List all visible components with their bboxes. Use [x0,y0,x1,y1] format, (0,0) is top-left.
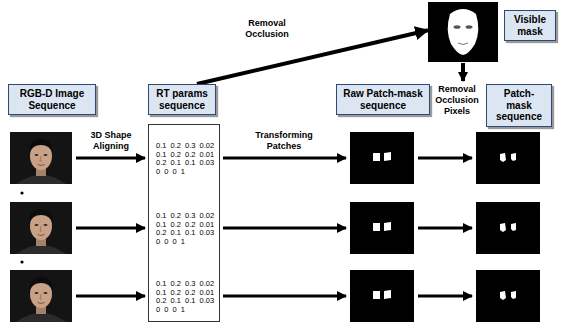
image-label-group: Visible mask [428,2,564,62]
box-label: Raw Patch-mask sequence [341,88,425,111]
raw-mask-frame [350,270,414,322]
flow-arrow [223,227,346,230]
matrix-row: 0.1 0.2 0.2 0.01 [156,221,219,230]
step-label: Transforming Patches [246,130,322,152]
flow-arrow [223,157,346,160]
flow-arrow [418,157,472,160]
matrix-row: 0.1 0.2 0.3 0.02 [156,280,219,289]
flow-arrow [76,227,145,230]
matrix-row: 0.1 0.2 0.2 0.01 [156,151,219,160]
edge-label: Removal Occlusion [232,18,302,40]
flow-arrow [76,295,145,298]
patch-mask-frame [476,270,540,322]
matrix-row: 0.1 0.2 0.3 0.02 [156,142,219,151]
raw-mask-frame [350,132,414,184]
patch-mask-frame [476,202,540,254]
matrix-row: 0 0 0 1 [156,306,219,315]
process-box: Raw Patch-mask sequence [336,84,430,115]
face-frame [10,270,72,322]
step-label: 3D Shape Aligning [78,130,144,152]
flow-arrow [76,157,145,160]
patch-mask-frame [476,132,540,184]
raw-mask-frame [350,202,414,254]
box-label: RT params sequence [153,88,211,111]
matrix-row: 0.2 0.1 0.1 0.03 [156,159,219,168]
flow-arrow [197,30,428,84]
step-label: Removal Occlusion Pixels [433,84,481,117]
box-label: RGB-D Image Sequence [13,88,91,111]
process-box: Patch-mask sequence [486,84,552,127]
process-box: RGB-D Image Sequence [8,84,96,115]
matrix-panel: 0.1 0.2 0.3 0.020.1 0.2 0.2 0.010.2 0.1 … [148,124,220,322]
matrix-row: 0 0 0 1 [156,238,219,247]
face-frame [10,132,72,184]
box-label: Patch-mask sequence [491,88,547,123]
face-frame [10,202,72,254]
visible-mask-image [428,2,498,62]
process-box: RT params sequence [148,84,216,115]
matrix-row: 0.2 0.1 0.1 0.03 [156,229,219,238]
ellipsis-dot [20,191,23,194]
flow-arrow [223,295,346,298]
ellipsis-dot [20,260,23,263]
matrix-row: 0 0 0 1 [156,168,219,177]
flow-arrow [418,295,472,298]
box-label: Visible mask [504,10,556,41]
flow-arrow [461,63,465,81]
matrix-row: 0.1 0.2 0.3 0.02 [156,212,219,221]
matrix-row: 0.2 0.1 0.1 0.03 [156,297,219,306]
matrix-row: 0.1 0.2 0.2 0.01 [156,289,219,298]
flow-arrow [418,227,472,230]
